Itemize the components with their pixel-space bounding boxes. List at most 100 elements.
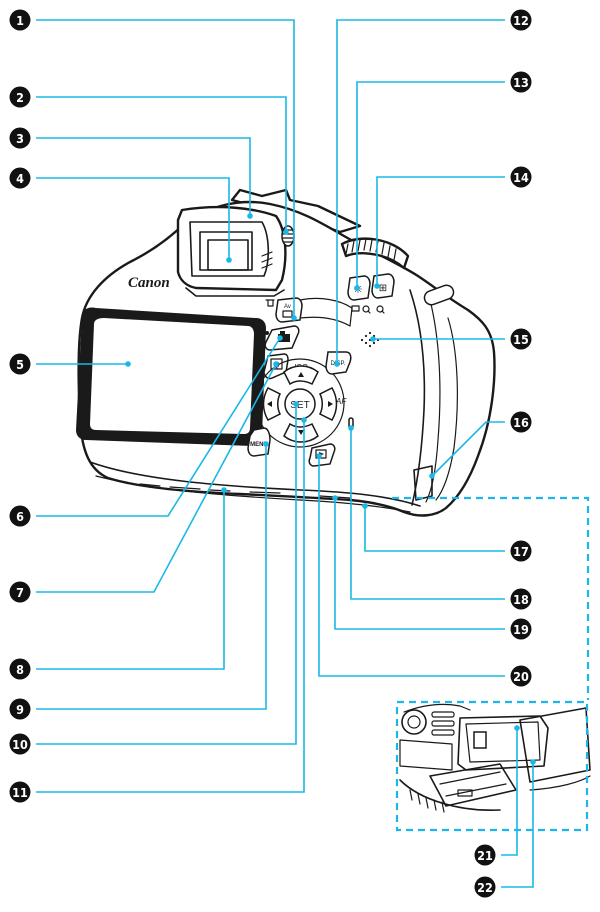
badge-number: 6: [16, 509, 24, 524]
inset-indicator-line: [392, 496, 590, 700]
brand-logo: Canon: [128, 275, 170, 291]
eyecup-base: [185, 287, 285, 297]
badge-number: 5: [16, 357, 24, 372]
badge-number: 10: [12, 737, 28, 752]
badge-circle: [9, 9, 31, 31]
badge-circle: [9, 581, 31, 603]
eyecup-grip-lines: [261, 251, 273, 269]
callout-badge-4: 4: [9, 167, 31, 189]
badge-number: 11: [12, 785, 28, 800]
inset-frame: [395, 700, 589, 832]
leader-line-21: [501, 728, 518, 856]
magnify-icons: [351, 305, 385, 314]
target-dot-4: [226, 257, 232, 263]
target-dot-6: [277, 335, 283, 341]
badge-number: 14: [513, 170, 529, 185]
tripod-socket-inner: [407, 715, 421, 729]
tripod-socket: [401, 709, 427, 735]
badge-circle: [510, 328, 532, 350]
badge-number: 4: [16, 171, 24, 186]
target-dot-17: [362, 503, 368, 509]
badge-number: 16: [513, 415, 529, 430]
callout-badge-13: 13: [510, 71, 532, 93]
inset-body-top: [403, 703, 471, 713]
av-button: [275, 297, 303, 323]
inset-grip: [519, 707, 591, 783]
battery-door: [429, 763, 517, 807]
badge-number: 18: [513, 592, 529, 607]
leader-line-12: [336, 19, 505, 364]
diopter-wheel: [281, 225, 295, 247]
battery-inset: [399, 703, 591, 813]
badge-circle: [474, 844, 496, 866]
target-dot-16: [429, 473, 435, 479]
badge-circle: [510, 166, 532, 188]
menu-button-label: MENU: [250, 442, 268, 448]
down-arrow-icon: [298, 430, 304, 435]
thumb-rest: [299, 297, 353, 327]
leader-line-3: [36, 137, 251, 216]
badge-number: 15: [513, 332, 529, 347]
badge-circle: [510, 588, 532, 610]
callout-badge-16: 16: [510, 411, 532, 433]
target-dot-11: [301, 417, 307, 423]
leader-line-6: [36, 337, 281, 517]
badge-circle: [510, 71, 532, 93]
lens-mount-knurl: [409, 789, 445, 813]
af-point-icon: ⊞: [379, 283, 387, 294]
target-dot-19: [332, 495, 338, 501]
callout-badge-19: 19: [510, 618, 532, 640]
badge-circle: [510, 665, 532, 687]
badge-circle: [510, 411, 532, 433]
exposure-comp-icon: [282, 310, 293, 318]
leader-line-16: [431, 421, 505, 477]
badge-number: 13: [513, 75, 529, 90]
battery-well: [465, 721, 541, 763]
badge-number: 22: [477, 880, 493, 895]
callout-badge-12: 12: [510, 9, 532, 31]
badge-number: 20: [513, 669, 529, 684]
inset-label-plate: [399, 739, 453, 771]
target-dot-8: [221, 487, 227, 493]
playback-frame: [315, 449, 327, 459]
leader-line-19: [334, 498, 505, 630]
eyecup-inner: [189, 221, 270, 277]
target-dot-20: [316, 453, 322, 459]
badge-circle: [9, 505, 31, 527]
badge-circle: [9, 698, 31, 720]
badge-number: 8: [16, 662, 24, 677]
af-label: AF: [335, 397, 347, 406]
playback-button: [308, 443, 336, 467]
leader-line-18: [350, 428, 505, 600]
target-dot-15: [370, 336, 376, 342]
badge-number: 21: [477, 848, 493, 863]
callout-badge-20: 20: [510, 665, 532, 687]
badge-circle: [510, 9, 532, 31]
badge-number: 7: [16, 585, 24, 600]
callout-badge-3: 3: [9, 127, 31, 149]
target-dot-12: [334, 361, 340, 367]
bottom-plate-line: [89, 461, 421, 507]
callout-badge-17: 17: [510, 540, 532, 562]
callout-badge-2: 2: [9, 86, 31, 108]
bottom-plate-line-2: [95, 475, 411, 513]
target-dot-7: [273, 361, 279, 367]
lcd-screen: [90, 318, 254, 434]
inset-vents: [431, 711, 455, 736]
badge-circle: [474, 876, 496, 898]
target-dot-1: [291, 315, 297, 321]
callout-badge-9: 9: [9, 698, 31, 720]
callout-badge-14: 14: [510, 166, 532, 188]
badge-circle: [9, 167, 31, 189]
badge-number: 17: [513, 544, 529, 559]
leader-line-20: [318, 456, 505, 677]
badge-number: 9: [16, 702, 24, 717]
inset-indicator: [392, 496, 590, 832]
leader-lines: [36, 19, 536, 888]
target-dot-10: [293, 401, 299, 407]
badge-circle: [510, 618, 532, 640]
av-button-label: Av: [284, 304, 291, 310]
menu-button: [247, 427, 271, 457]
leader-line-17: [364, 506, 505, 552]
